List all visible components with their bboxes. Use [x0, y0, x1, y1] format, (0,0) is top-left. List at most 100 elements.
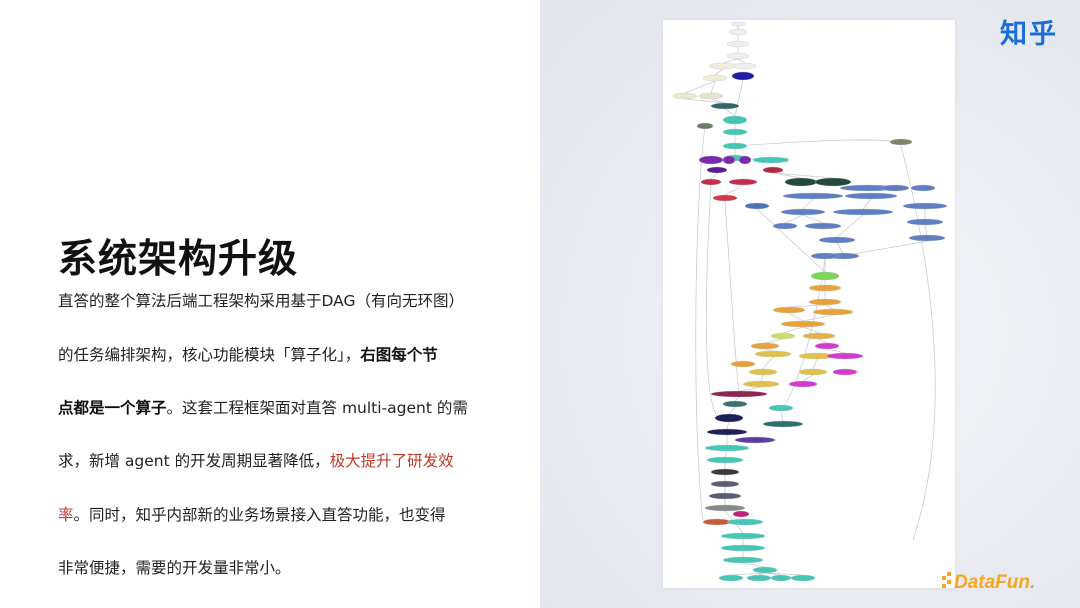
dag-edge [705, 184, 730, 421]
dag-edge [734, 79, 744, 117]
paragraph-text: 非常便捷，需要的开发量非常小。 [58, 559, 291, 577]
dag-node [722, 142, 748, 150]
dag-node [704, 504, 746, 512]
dag-node [832, 368, 858, 376]
dag-edge [724, 184, 744, 196]
paragraph-bold-text: 点都是一个算子 [58, 399, 167, 417]
dag-node [772, 306, 806, 314]
dag-node [902, 202, 948, 210]
paragraph-text: 。这套工程框架面对直答 multi-agent 的需 [166, 399, 468, 417]
dag-edge [862, 198, 872, 210]
dag-edge [762, 356, 774, 370]
dag-edge [710, 172, 718, 180]
dag-edge [900, 145, 936, 541]
dag-node [700, 178, 722, 186]
dag-edge [714, 68, 724, 76]
dag-edge [836, 242, 844, 254]
dag-node [844, 192, 898, 200]
dag-edge [684, 98, 726, 104]
dag-edge [710, 80, 716, 94]
dag-node [808, 284, 842, 292]
dag-node [762, 166, 784, 174]
dag-node [722, 115, 748, 125]
dag-node [770, 574, 792, 582]
dag-edge [724, 108, 736, 117]
dag-node [726, 518, 764, 526]
dag-node [702, 518, 732, 526]
dag-node [726, 40, 750, 48]
dag-edge [802, 214, 824, 224]
dag-node [734, 436, 776, 444]
dag-node [782, 192, 844, 200]
dag-node [780, 320, 826, 328]
dag-node [710, 102, 740, 110]
dag-node [698, 155, 724, 165]
dag-edge [726, 421, 730, 430]
dag-node [696, 122, 714, 130]
dag-node [788, 380, 818, 388]
dag-node [720, 532, 766, 540]
dag-node [722, 400, 748, 408]
dag-edge [826, 348, 846, 354]
dag-edge [836, 214, 864, 238]
dag-node [810, 271, 840, 281]
dag-node [770, 332, 796, 340]
paragraph-line-4: 求，新增 agent 的开发周期显著降低，极大提升了研发效 [58, 451, 454, 471]
dag-node [710, 480, 740, 488]
dag-node [702, 74, 728, 82]
dag-node [780, 208, 826, 216]
dag-edge [802, 374, 814, 382]
dag-node [802, 332, 836, 340]
dag-node [804, 222, 842, 230]
dag-node [812, 308, 854, 316]
dag-node [738, 155, 752, 165]
dag-node [768, 404, 794, 412]
dag-node [672, 92, 698, 100]
dag-edge [784, 214, 804, 224]
dag-edge [710, 98, 726, 104]
paragraph-line-6: 非常便捷，需要的开发量非常小。 [58, 558, 291, 578]
dag-edge [818, 338, 828, 344]
dag-node [762, 420, 804, 428]
dag-edge [734, 396, 740, 402]
dag-edge [772, 172, 834, 179]
zhihu-logo: 知乎 [1000, 19, 1058, 50]
dag-edge [738, 386, 762, 392]
dag-node [714, 413, 744, 423]
dag-node [733, 62, 757, 70]
dag-edge [782, 326, 804, 334]
dag-node [754, 350, 792, 358]
dag-node [726, 52, 750, 60]
paragraph-text: 直答的整个算法后端工程架构采用基于DAG（有向无环图） [58, 292, 465, 310]
dag-node [832, 208, 894, 216]
dag-node [906, 218, 944, 226]
dag-node [808, 298, 842, 306]
dag-edge [788, 304, 826, 308]
dag-diagram-panel [663, 20, 955, 588]
dag-node [732, 510, 750, 518]
dag-node [708, 62, 738, 70]
dag-edge [802, 314, 834, 322]
dag-node [722, 128, 748, 136]
dag-node [752, 566, 778, 574]
dag-edge [684, 80, 716, 94]
dag-node [712, 194, 738, 202]
dag-edge [764, 348, 774, 352]
dag-node [746, 574, 772, 582]
dag-node [708, 492, 742, 500]
dag-node [814, 342, 840, 350]
dag-node [798, 368, 828, 376]
dag-node [790, 574, 816, 582]
dag-edge [728, 406, 736, 415]
dag-node [710, 390, 768, 398]
dag-node [810, 252, 840, 260]
datafun-mark-icon [942, 572, 951, 588]
dag-node [889, 138, 913, 146]
dag-node [710, 468, 740, 476]
dag-node [752, 156, 790, 164]
dag-node [814, 177, 852, 187]
dag-edge [802, 198, 814, 210]
dag-node [728, 28, 748, 36]
dag-edge [924, 224, 928, 236]
